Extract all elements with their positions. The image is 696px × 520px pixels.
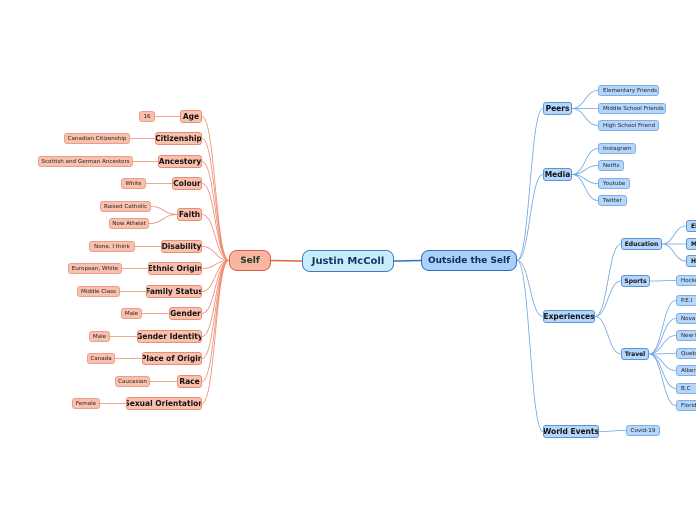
leaf-media-youtube[interactable]: Youtube bbox=[598, 178, 630, 189]
leaf-travel-newb[interactable]: New B bbox=[676, 330, 696, 341]
connector-self-sexual-orientation bbox=[201, 260, 230, 404]
connector-leaf-faith-2 bbox=[148, 214, 178, 224]
leaf-travel-nova[interactable]: Nova S bbox=[676, 313, 696, 324]
leaf-edu-1[interactable]: El bbox=[686, 220, 696, 232]
connector-self-race bbox=[201, 260, 230, 382]
connector-leaf-peers-high bbox=[571, 108, 599, 126]
connector-leaf-sports-hockey bbox=[649, 280, 677, 282]
self-gender-identity[interactable]: Gender Identity bbox=[137, 330, 202, 343]
self-place-of-origin[interactable]: Place of Origin bbox=[142, 352, 202, 365]
leaf-sports-hockey[interactable]: Hocke bbox=[676, 275, 696, 286]
connector-leaf-peers-elementary bbox=[571, 90, 599, 109]
leaf-disability[interactable]: None, I think bbox=[89, 241, 135, 252]
connector-outside-world-events bbox=[516, 260, 544, 432]
leaf-media-twitter[interactable]: Twitter bbox=[598, 195, 627, 206]
leaf-race[interactable]: Caucasian bbox=[115, 376, 150, 387]
leaf-world-covid[interactable]: Covid-19 bbox=[626, 425, 660, 436]
outside-hub[interactable]: Outside the Self bbox=[421, 250, 517, 271]
connector-leaf-travel-bc bbox=[648, 353, 677, 389]
exp-travel[interactable]: Travel bbox=[621, 348, 649, 360]
self-colour[interactable]: Colour bbox=[172, 177, 202, 190]
leaf-travel-florida[interactable]: Florida bbox=[676, 400, 696, 411]
self-ancestory[interactable]: Ancestory bbox=[158, 155, 202, 168]
self-age[interactable]: Age bbox=[180, 110, 202, 123]
connector-self-faith bbox=[201, 214, 230, 261]
connector-leaf-travel-florida bbox=[648, 353, 677, 406]
connector-leaf-world-covid bbox=[598, 430, 627, 432]
outside-world-events[interactable]: World Events bbox=[543, 425, 599, 438]
connector-leaf-travel-nova bbox=[648, 318, 677, 355]
connector-outside-media bbox=[516, 174, 544, 261]
leaf-age[interactable]: 16 bbox=[139, 111, 155, 122]
connector-leaf-travel-newb bbox=[648, 335, 677, 355]
self-ethnic-origin[interactable]: Ethnic Origin bbox=[148, 262, 202, 275]
connector-leaf-travel-alberta bbox=[648, 353, 677, 371]
connector-self-age bbox=[201, 116, 230, 261]
self-hub[interactable]: Self bbox=[229, 250, 271, 271]
connector-outside-experiences bbox=[516, 260, 544, 317]
leaf-citizenship[interactable]: Canadian Citizenship bbox=[64, 133, 130, 144]
self-family-status[interactable]: Family Status bbox=[146, 285, 202, 298]
self-faith[interactable]: Faith bbox=[177, 208, 202, 221]
connector-self-ancestory bbox=[201, 161, 230, 261]
self-sexual-orientation[interactable]: Sexual Orientation bbox=[126, 397, 202, 410]
leaf-edu-2[interactable]: M bbox=[686, 238, 696, 250]
leaf-travel-quebec[interactable]: Quebe bbox=[676, 348, 696, 359]
connector-exp-education bbox=[594, 243, 622, 317]
exp-education[interactable]: Education bbox=[621, 238, 662, 250]
leaf-peers-elementary[interactable]: Elementary Friends bbox=[598, 85, 659, 96]
leaf-travel-bc[interactable]: B.C bbox=[676, 383, 696, 394]
leaf-place-of-origin[interactable]: Canada bbox=[87, 353, 115, 364]
leaf-edu-3[interactable]: H bbox=[686, 255, 696, 267]
leaf-ancestory[interactable]: Scottish and German Ancestors bbox=[38, 156, 133, 167]
self-disability[interactable]: Disability bbox=[161, 240, 202, 253]
leaf-sexual-orientation[interactable]: Female bbox=[72, 398, 100, 409]
leaf-media-netfix[interactable]: Netfix bbox=[598, 160, 624, 171]
leaf-faith-1[interactable]: Raised Catholic bbox=[100, 201, 151, 212]
leaf-travel-pei[interactable]: P.E.I bbox=[676, 295, 696, 306]
connector-self-colour bbox=[201, 183, 230, 261]
self-gender[interactable]: Gender bbox=[169, 307, 202, 320]
exp-sports[interactable]: Sports bbox=[621, 275, 650, 287]
connector-self-hub bbox=[270, 259, 303, 262]
leaf-ethnic-origin[interactable]: European, White bbox=[68, 263, 122, 274]
connector-leaf-media-netfix bbox=[571, 165, 599, 175]
outside-experiences[interactable]: Experiences bbox=[543, 310, 595, 323]
outside-peers[interactable]: Peers bbox=[543, 102, 572, 115]
connector-outside-hub bbox=[393, 259, 422, 262]
connector-leaf-edu-3 bbox=[661, 243, 687, 262]
connector-leaf-faith-1 bbox=[150, 206, 178, 215]
self-race[interactable]: Race bbox=[177, 375, 202, 388]
connector-self-disability bbox=[201, 246, 230, 261]
leaf-media-instagram[interactable]: Instagram bbox=[598, 143, 636, 154]
connector-leaf-media-instagram bbox=[571, 148, 599, 175]
leaf-travel-alberta[interactable]: Albert bbox=[676, 365, 696, 376]
connector-self-gender-identity bbox=[201, 260, 230, 337]
connector-exp-sports bbox=[594, 280, 622, 317]
connector-leaf-edu-1 bbox=[661, 225, 687, 245]
connector-leaf-media-twitter bbox=[571, 174, 599, 201]
connector-self-citizenship bbox=[201, 138, 230, 261]
leaf-peers-high[interactable]: High School Friend bbox=[598, 120, 659, 131]
leaf-family-status[interactable]: Middle Class bbox=[77, 286, 120, 297]
connector-outside-peers bbox=[516, 108, 544, 261]
connector-exp-travel bbox=[594, 316, 622, 355]
leaf-faith-2[interactable]: Now Atheist bbox=[109, 218, 149, 229]
root-node[interactable]: Justin McColl bbox=[302, 250, 394, 272]
leaf-peers-middle[interactable]: Middle School Friends bbox=[598, 103, 666, 114]
leaf-gender[interactable]: Male bbox=[121, 308, 142, 319]
leaf-gender-identity[interactable]: Male bbox=[89, 331, 110, 342]
self-citizenship[interactable]: Citizenship bbox=[155, 132, 202, 145]
outside-media[interactable]: Media bbox=[543, 168, 572, 181]
leaf-colour[interactable]: White bbox=[121, 178, 146, 189]
connector-leaf-travel-pei bbox=[648, 300, 677, 355]
